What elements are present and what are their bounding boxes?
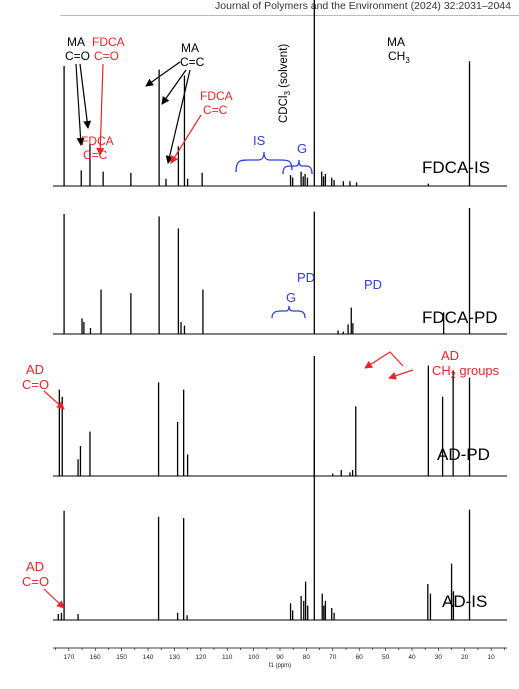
arrow-fdca-co: [96, 63, 105, 156]
tick-label: 60: [356, 654, 364, 661]
tick-label: 10: [488, 654, 496, 661]
arrow-ma-co-1: [75, 63, 85, 146]
annotation-fdca-cc-right: FDCA C=C: [200, 89, 233, 117]
arrow-ma-cc-2: [161, 69, 187, 105]
annotation-braces: [235, 151, 313, 319]
arrow-fdca-cc-right: [170, 114, 202, 164]
tick-label: 70: [329, 654, 337, 661]
tick-label: 40: [408, 654, 416, 661]
annotation-ma-co: MA C=O: [65, 35, 90, 63]
tick-label: 30: [435, 654, 443, 661]
arrow-ad-ch2-1: [364, 351, 404, 369]
tick-label: 130: [169, 654, 180, 661]
header-rule: [60, 15, 519, 16]
annotation-fdca-co-line1: FDCA: [92, 35, 125, 49]
annotation-pd-right: PD: [364, 277, 382, 292]
brace-g-top: [282, 159, 313, 175]
arrow-ad-ch2-2: [388, 369, 414, 380]
annotation-arrows: [43, 61, 414, 609]
page-header: Journal of Polymers and the Environment …: [215, 0, 511, 12]
arrow-ad-co-1: [43, 390, 65, 410]
annotation-g-top: G: [297, 141, 307, 156]
annotation-ad-ch2-line1: AD: [441, 348, 459, 363]
annotation-ad-co-ad-is: AD C=O: [22, 559, 49, 589]
annotation-ma-ch3-line2: CH3: [388, 49, 410, 65]
annotation-ad-ch2-line2: CH2 groups: [432, 363, 500, 380]
arrow-ad-co-2: [43, 588, 65, 609]
annotation-fdca-co: FDCA C=O: [92, 35, 125, 63]
series-label-fdca-is: FDCA-IS: [422, 158, 490, 177]
arrow-ma-cc-3: [165, 69, 191, 164]
annotation-pd-left: PD: [297, 270, 315, 285]
annotation-fdca-cc-left: FDCA C=C: [81, 134, 114, 162]
series-label-ad-is: AD-IS: [442, 592, 487, 611]
tick-label: 160: [90, 654, 101, 661]
series-label-ad-pd: AD-PD: [437, 445, 490, 464]
spectrum-ad-is: [53, 440, 507, 621]
annotation-ma-co-line1: MA: [67, 35, 85, 49]
annotation-g-fdca-pd: G: [286, 290, 296, 305]
tick-label: 110: [222, 654, 233, 661]
arrow-ma-cc-1: [145, 61, 181, 87]
annotation-ad-ch2: AD CH2 groups: [432, 348, 500, 380]
annotation-ad-co-1-line1: AD: [26, 362, 44, 377]
brace-g-fdca-pd: [271, 305, 306, 319]
annotation-ma-cc-line1: MA: [181, 41, 199, 55]
spectra-group: [53, 0, 507, 621]
annotation-ma-cc: MA C=C: [180, 41, 205, 69]
annotation-fdca-co-line2: C=O: [94, 49, 119, 63]
tick-label: 50: [382, 654, 390, 661]
spectrum-fdca-pd: [53, 208, 507, 335]
ppm-axis: 170 160 150 140 130 120 110 100 90 80 70 60 50 40 30 20…: [53, 647, 507, 669]
annotation-ma-ch3: MA CH3: [387, 35, 410, 65]
tick-label: 90: [276, 654, 284, 661]
tick-label: 20: [461, 654, 469, 661]
annotation-fdca-cc-left-line1: FDCA: [81, 134, 114, 148]
arrow-ma-co-2: [79, 63, 92, 129]
annotation-ad-co-2-line2: C=O: [22, 574, 49, 589]
annotation-ma-cc-line2: C=C: [180, 55, 205, 69]
tick-label: 170: [63, 654, 74, 661]
x-axis-label: f1 (ppm): [269, 663, 291, 669]
annotation-fdca-cc-left-line2: C=C: [83, 148, 108, 162]
tick-label: 150: [116, 654, 127, 661]
tick-label: 80: [303, 654, 311, 661]
annotation-is: IS: [253, 133, 266, 148]
tick-label: 100: [248, 654, 259, 661]
annotation-ad-co-ad-pd: AD C=O: [22, 362, 49, 392]
annotation-ad-co-2-line1: AD: [26, 559, 44, 574]
annotation-fdca-cc-right-line1: FDCA: [200, 89, 233, 103]
annotation-ad-co-1-line2: C=O: [22, 377, 49, 392]
annotation-ma-ch3-line1: MA: [387, 35, 405, 49]
tick-label: 120: [195, 654, 206, 661]
spectrum-fdca-is: [53, 0, 507, 187]
series-label-fdca-pd: FDCA-PD: [422, 308, 498, 327]
annotation-ma-co-line2: C=O: [65, 49, 90, 63]
annotation-fdca-cc-right-line2: C=C: [203, 103, 228, 117]
annotation-cdcl3-solvent: CDCl3 (solvent): [278, 44, 292, 123]
brace-is: [235, 151, 293, 173]
tick-label: 140: [143, 654, 154, 661]
